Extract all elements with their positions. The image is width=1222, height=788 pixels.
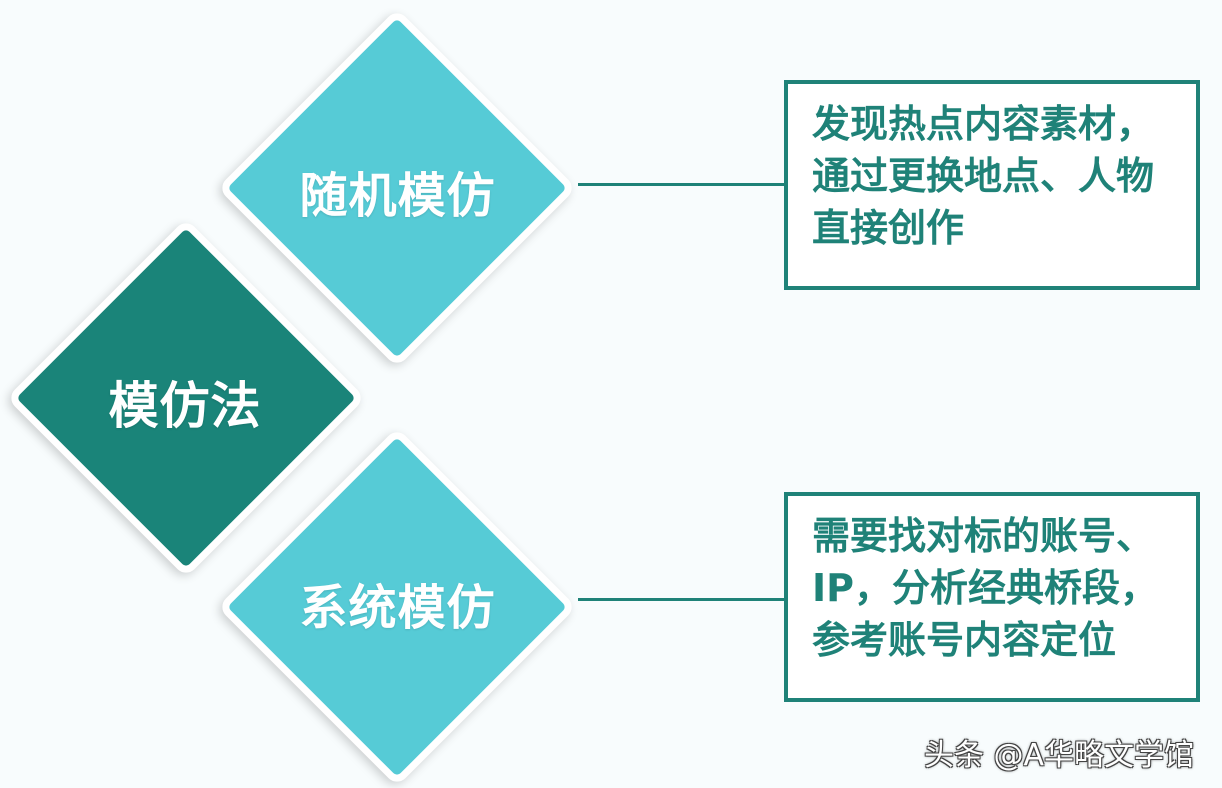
branch-label-random: 随机模仿 [299,168,496,224]
description-box-random: 发现热点内容素材， 通过更换地点、人物 直接创作 [784,80,1200,290]
description-line: 参考账号内容定位 [812,618,1117,662]
description-line: 需要找对标的账号、 [812,514,1155,558]
watermark: 头条 @A华略文学馆 [924,738,1195,773]
description-line: IP，分析经典桥段， [812,566,1158,610]
connector-line-random [578,183,784,186]
description-line: 通过更换地点、人物 [812,154,1155,198]
description-line: 直接创作 [812,206,965,250]
connector-line-system [578,598,784,601]
branch-label-system: 系统模仿 [299,580,496,636]
root-label: 模仿法 [108,377,262,435]
description-box-system: 需要找对标的账号、 IP，分析经典桥段， 参考账号内容定位 [784,492,1200,702]
description-line: 发现热点内容素材， [812,102,1155,146]
